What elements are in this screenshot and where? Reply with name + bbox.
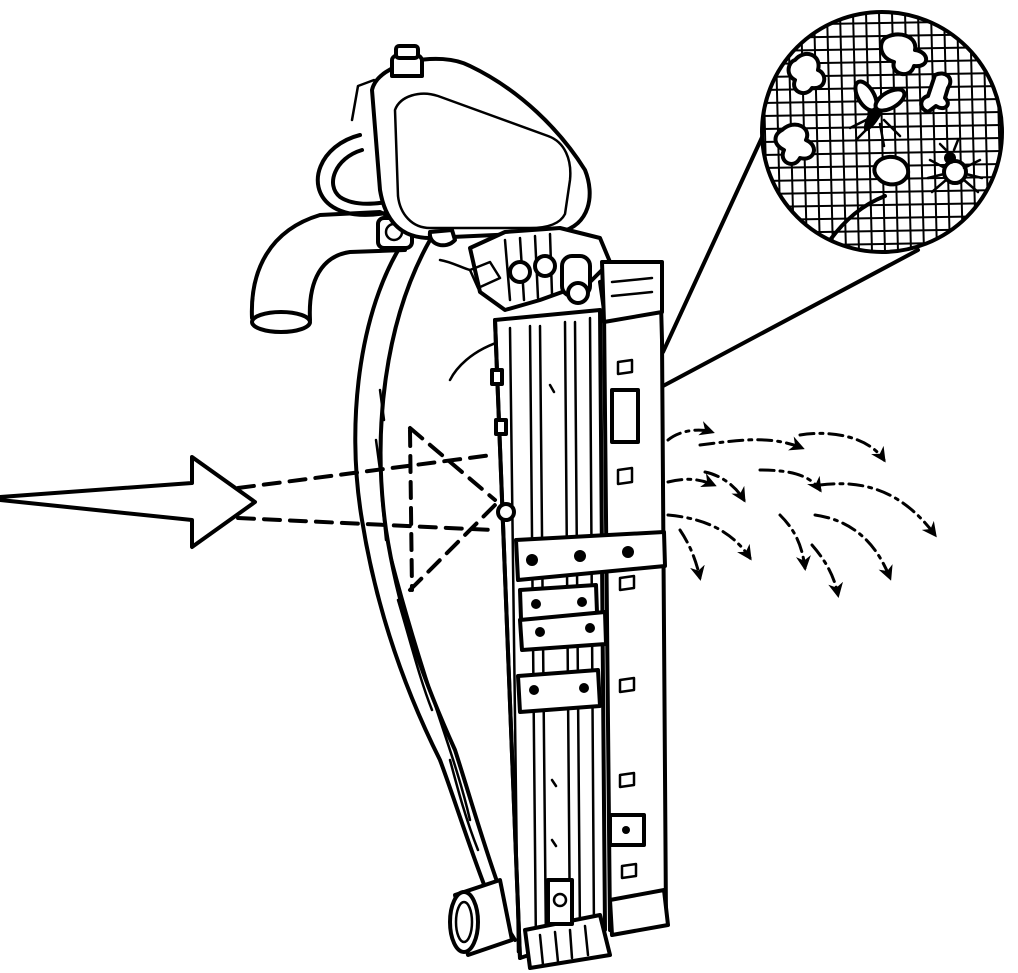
magnified-core-callout (760, 10, 1004, 254)
overflow-hose (315, 133, 402, 217)
leaf-debris-2 (879, 32, 929, 77)
leaf-debris (786, 51, 827, 96)
upper-radiator-hose (249, 210, 414, 334)
leaf-debris-4 (872, 154, 911, 187)
core-fin-line (826, 12, 834, 252)
magnifier-leader-lines (661, 118, 920, 388)
core-tube-line (762, 111, 1002, 117)
airflow-cone-dashed (236, 426, 497, 592)
radiator-top-fittings (438, 226, 612, 312)
insect-fly (848, 79, 907, 148)
lower-radiator-outlet (448, 878, 514, 957)
airflow-inlet-arrow (0, 455, 257, 549)
core-tube-line (762, 202, 1002, 208)
core-fin-line (943, 12, 951, 252)
core-fin-line (930, 12, 938, 252)
leaf-debris-3 (773, 122, 816, 166)
fan-shroud (353, 230, 517, 942)
radiator-side-rail (598, 260, 670, 937)
core-fin-line (956, 12, 964, 252)
stick-debris (828, 194, 887, 242)
insect-spider (926, 138, 984, 194)
radiator-mounting-brackets (514, 383, 667, 848)
airflow-outlet-arrows (666, 421, 937, 598)
core-fin-line (813, 12, 821, 252)
core-tube-line (762, 189, 1002, 195)
core-fin-line (839, 12, 847, 252)
twig-debris (919, 71, 953, 114)
coolant-reservoir (350, 44, 592, 248)
core-fin-line (865, 12, 873, 252)
